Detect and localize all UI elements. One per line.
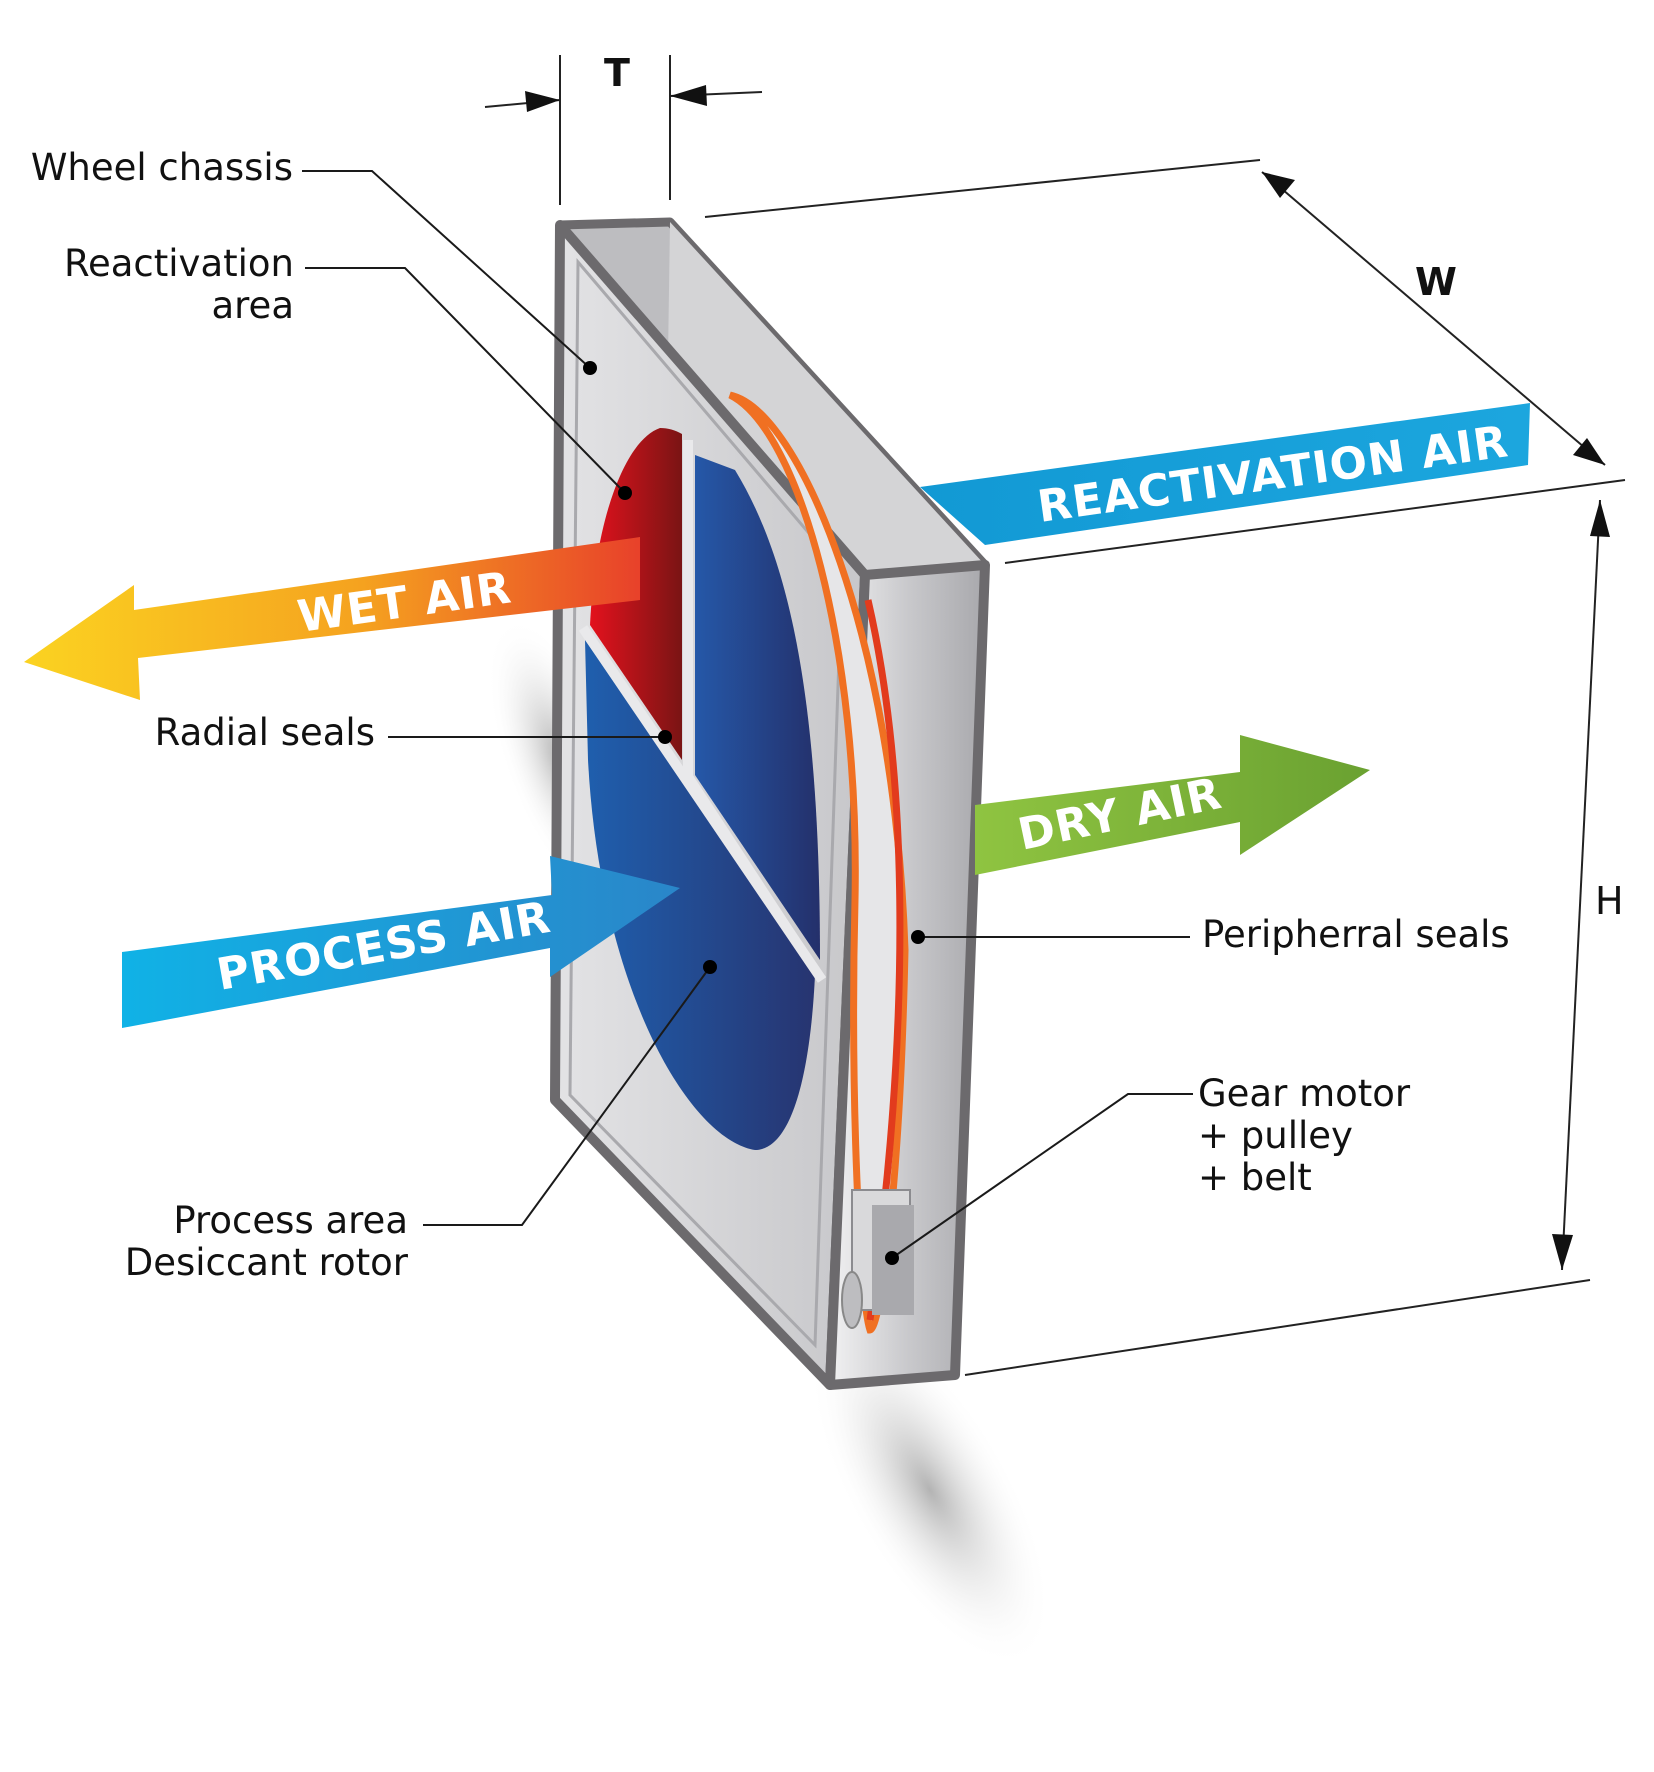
process-sector <box>585 640 815 1150</box>
process-air-arrow <box>122 856 680 1028</box>
label-process-area-2: Desiccant rotor <box>125 1241 409 1284</box>
dim-h-line <box>1561 499 1601 1271</box>
anchor-reactivation-area <box>618 486 632 500</box>
label-peripheral-seals: Peripherral seals <box>1202 913 1510 956</box>
chassis-front-inset <box>568 257 844 1349</box>
anchor-process-area <box>703 960 717 974</box>
label-reactivation-area-2: area <box>211 284 294 327</box>
wheel-edge <box>728 391 909 1334</box>
wet-air-arrow <box>24 537 640 700</box>
anchor-peripheral-seals <box>911 930 925 944</box>
label-wheel-chassis: Wheel chassis <box>31 146 293 189</box>
dim-w-line <box>1261 171 1606 466</box>
dim-h-arrow-top <box>1590 500 1610 537</box>
radial-seal <box>684 772 826 983</box>
dim-t-arrow-left <box>525 91 560 112</box>
dim-t-label: T <box>604 51 630 95</box>
dim-t-arrow-right <box>670 85 707 106</box>
dim-w-arrow-top <box>1262 172 1295 198</box>
leader-wheel-chassis <box>302 170 591 369</box>
pulley <box>841 1271 863 1329</box>
process-air-label: PROCESS AIR <box>213 892 555 1001</box>
label-gear-motor-2: + pulley <box>1198 1114 1353 1157</box>
dry-air-arrow <box>975 735 1370 875</box>
drive-belt <box>864 599 904 1321</box>
anchor-wheel-chassis <box>583 361 597 375</box>
label-gear-motor-1: Gear motor <box>1198 1072 1411 1115</box>
dim-h-arrow-bottom <box>1552 1234 1573 1270</box>
leader-reactivation-area <box>305 267 626 494</box>
label-radial-seals: Radial seals <box>155 711 375 754</box>
leader-process-area <box>423 966 711 1226</box>
dim-w-arrow-bottom <box>1573 438 1605 465</box>
dim-w-ext-top <box>704 159 1261 218</box>
shadow <box>808 1312 1052 1668</box>
reactivation-air-arrow <box>920 403 1530 545</box>
dim-h-ext-bottom <box>964 1279 1591 1376</box>
label-gear-motor-3: + belt <box>1198 1156 1312 1199</box>
dim-h-label: H <box>1595 879 1624 923</box>
dry-air-label: DRY AIR <box>1014 768 1227 861</box>
reactivation-air-label: REACTIVATION AIR <box>1034 416 1511 533</box>
dim-w-label: W <box>1415 260 1457 304</box>
dim-w-ext-bottom <box>1004 479 1626 564</box>
process-sector-upper <box>695 455 820 960</box>
leader-gear-motor <box>891 1093 1193 1259</box>
label-process-area-1: Process area <box>173 1199 408 1242</box>
anchor-gear-motor <box>885 1251 899 1265</box>
anchor-radial-seals <box>658 730 672 744</box>
label-reactivation-area-1: Reactivation <box>64 242 294 285</box>
